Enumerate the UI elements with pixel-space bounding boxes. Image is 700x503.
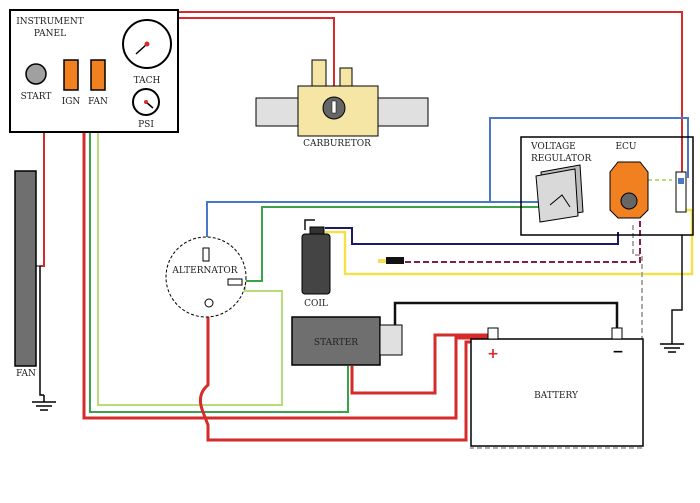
regulator-ecu-enclosure: [520, 136, 694, 236]
tach-label: TACH: [134, 76, 161, 86]
red-wire-panel-to-carburetor: [178, 17, 335, 108]
ground-symbol-icon: [32, 395, 56, 411]
fan-ground-wire: [39, 266, 44, 396]
start-button[interactable]: [25, 63, 47, 85]
battery-negative-symbol: −: [612, 344, 624, 360]
battery-positive-terminal: [487, 327, 499, 340]
alternator-label: ALTERNATOR: [171, 266, 237, 276]
light-green-wire-panel: [97, 132, 283, 406]
ecu-module: [609, 161, 649, 219]
red-wire-panel-to-ecu: [178, 11, 683, 175]
fan-component-label: FAN: [16, 369, 36, 379]
psi-label: PSI: [138, 120, 154, 130]
start-label: START: [21, 92, 52, 102]
green-wire-panel-to-starter: [89, 132, 349, 413]
alternator: [165, 236, 247, 318]
voltage-regulator-label-line2: REGULATOR: [531, 154, 591, 164]
tach-gauge-icon: [122, 19, 172, 69]
blue-wire-alternator-to-regulator: [206, 117, 689, 248]
red-wire-starter-to-battery: [350, 333, 488, 395]
ignition-coil: [301, 226, 331, 295]
starter-label: STARTER: [314, 338, 358, 348]
connector-plug: [386, 257, 404, 264]
ign-switch[interactable]: [63, 59, 79, 91]
black-wire-coil: [304, 219, 315, 230]
battery-positive-symbol: +: [487, 346, 499, 362]
red-wire-panel-to-battery: [82, 132, 488, 420]
panel-title-line2: PANEL: [34, 29, 66, 39]
dark-blue-wire-coil-to-ecu: [325, 227, 619, 245]
panel-title-line1: INSTRUMENT: [16, 17, 84, 27]
gray-wire-ecu-to-battery: [470, 225, 643, 449]
black-wire-ecu-ground: [671, 235, 683, 344]
coil-label: COIL: [304, 299, 328, 309]
ign-label: IGN: [62, 97, 81, 107]
connector-plug-tip: [378, 259, 386, 263]
ground-symbol-icon: [660, 343, 684, 353]
voltage-regulator-label-line1: VOLTAGE: [530, 142, 576, 152]
yellow-wire-coil-to-ecu: [325, 208, 694, 276]
battery-label: BATTERY: [534, 391, 579, 401]
carburetor-label: CARBURETOR: [303, 139, 371, 149]
maroon-wire-ecu: [405, 212, 641, 263]
battery-negative-terminal: [611, 327, 623, 340]
ecu-label: ECU: [615, 142, 636, 152]
ecu-terminal-block: [675, 171, 687, 213]
red-wire-fan-to-panel: [40, 132, 45, 267]
instrument-panel: INSTRUMENT PANEL START IGN FAN TACH PSI: [9, 9, 179, 133]
battery: + −: [470, 327, 644, 447]
starter-motor: [291, 316, 403, 366]
green-wire-alternator-to-regulator: [242, 206, 550, 282]
black-wire-starter-to-battery: [393, 301, 619, 330]
carburetor: [255, 59, 429, 137]
red-wire-alternator-to-battery: [198, 308, 488, 442]
fan-label: FAN: [88, 97, 108, 107]
psi-gauge-icon: [132, 88, 160, 116]
fan-switch[interactable]: [90, 59, 106, 91]
radiator-fan: [14, 170, 40, 367]
voltage-regulator: [535, 164, 584, 223]
